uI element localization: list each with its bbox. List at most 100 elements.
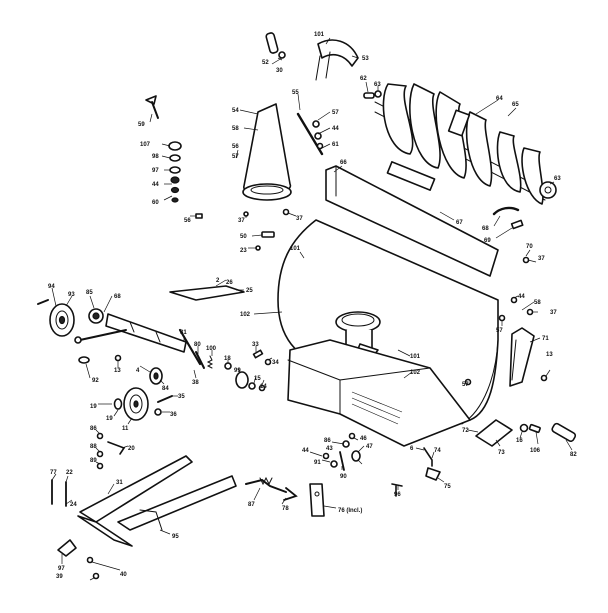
label-44c: 44 <box>518 294 525 300</box>
label-34: 34 <box>272 360 279 366</box>
link-81 <box>178 328 202 366</box>
hardware-68 <box>492 206 524 230</box>
label-63: 63 <box>374 82 381 88</box>
bolt-80 <box>195 351 205 369</box>
label-86b: 86 <box>324 438 331 444</box>
nut-13 <box>114 354 122 362</box>
label-97b: 97 <box>58 566 65 572</box>
label-13b: 13 <box>114 368 121 374</box>
label-19: 19 <box>90 404 97 410</box>
label-76: 76 (Incl.) <box>338 508 362 514</box>
label-44b: 44 <box>152 182 159 188</box>
auger <box>374 83 546 205</box>
part-number-labels: 101 53 52 30 62 63 64 65 55 54 57 58 44 … <box>48 32 577 580</box>
nut-69 <box>522 256 530 264</box>
nut-89 <box>96 462 104 470</box>
bolt-50 <box>261 231 275 238</box>
pulley-93 <box>49 303 75 337</box>
label-99: 99 <box>234 368 241 374</box>
washer-19b <box>154 408 162 416</box>
label-94: 94 <box>48 284 55 290</box>
label-26: 26 <box>226 280 233 286</box>
nut-57c <box>540 374 548 382</box>
discharge-chute <box>242 103 292 201</box>
pin-96 <box>391 483 403 497</box>
label-57d: 57 <box>462 382 469 388</box>
spring-100 <box>206 355 214 369</box>
label-61: 61 <box>332 142 339 148</box>
nut-23 <box>255 245 261 251</box>
lever-76 <box>309 483 325 517</box>
label-64: 64 <box>496 96 503 102</box>
bolt-44 <box>510 296 518 304</box>
label-6: 6 <box>410 446 414 452</box>
bolt-57 <box>498 314 506 322</box>
key-56 <box>195 213 203 219</box>
bolts-33-34 <box>252 349 272 366</box>
crank-knob <box>145 95 159 119</box>
idler-99 <box>235 371 249 389</box>
label-73: 73 <box>498 450 505 456</box>
label-70: 70 <box>526 244 533 250</box>
label-106: 106 <box>530 448 541 454</box>
label-22: 22 <box>66 470 73 476</box>
label-86: 86 <box>90 426 97 432</box>
label-24: 24 <box>70 502 77 508</box>
label-47: 47 <box>366 444 373 450</box>
scraper-bar <box>325 161 499 277</box>
rod-74 <box>423 447 433 467</box>
label-75: 75 <box>444 484 451 490</box>
label-65: 65 <box>512 102 519 108</box>
pulley-11 <box>123 387 149 421</box>
nut-40 <box>86 556 94 564</box>
label-58: 58 <box>232 126 239 132</box>
screw-37 <box>282 208 290 216</box>
side-bracket <box>509 327 535 387</box>
clip-20 <box>107 441 126 455</box>
label-102: 102 <box>240 312 251 318</box>
screw-37b <box>243 211 249 217</box>
frame-box <box>287 339 471 447</box>
label-107: 107 <box>140 142 151 148</box>
pin-62 <box>363 92 375 99</box>
label-46: 46 <box>360 436 367 442</box>
leader-lines <box>51 37 573 581</box>
label-102b: 102 <box>410 370 421 376</box>
label-101b: 101 <box>290 246 301 252</box>
label-38: 38 <box>192 380 199 386</box>
label-13: 13 <box>546 352 553 358</box>
pulley-84 <box>149 367 163 385</box>
label-96: 96 <box>394 492 401 498</box>
skid-shoe <box>475 419 513 447</box>
nut-57d <box>464 378 472 386</box>
label-56b: 56 <box>184 218 191 224</box>
label-62: 62 <box>360 76 367 82</box>
label-19b: 19 <box>106 416 113 422</box>
bearing-63 <box>539 181 557 199</box>
nut-39 <box>92 572 100 580</box>
label-2: 2 <box>216 278 220 284</box>
crank-stack <box>168 141 182 203</box>
label-31: 31 <box>116 480 123 486</box>
pin-94 <box>37 299 49 305</box>
nut-86 <box>96 432 104 440</box>
label-90: 90 <box>340 474 347 480</box>
label-81: 81 <box>180 330 187 336</box>
label-43: 43 <box>326 446 333 452</box>
label-85: 85 <box>86 290 93 296</box>
label-39: 39 <box>56 574 63 580</box>
nut-14 <box>258 384 266 392</box>
bolt-36 <box>157 395 173 403</box>
hardware-cluster <box>322 432 361 471</box>
handle-82 <box>551 422 577 443</box>
label-69: 69 <box>484 238 491 244</box>
washer-19 <box>113 398 123 410</box>
label-11: 11 <box>122 426 129 432</box>
label-101: 101 <box>314 32 325 38</box>
label-25: 25 <box>246 288 253 294</box>
nut-92 <box>78 356 90 364</box>
bracket-97 <box>57 539 77 557</box>
label-37: 37 <box>296 216 303 222</box>
label-88: 88 <box>90 444 97 450</box>
label-87: 87 <box>248 502 255 508</box>
